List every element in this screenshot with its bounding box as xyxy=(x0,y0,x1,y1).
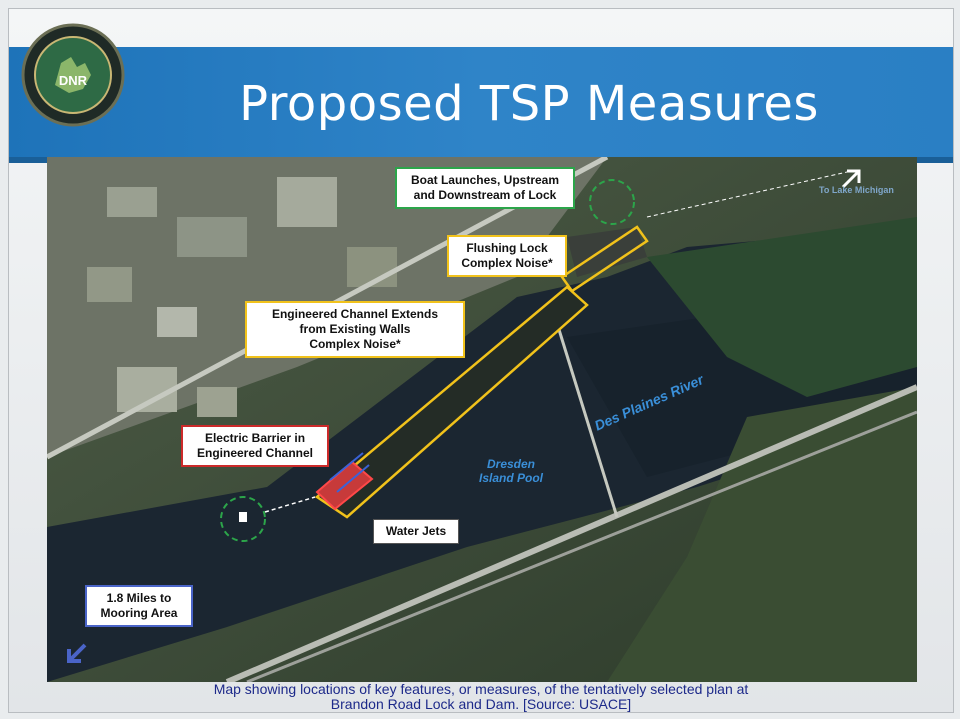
boat-launch-upstream xyxy=(589,179,635,225)
flushing-lock-outline xyxy=(560,225,649,293)
flushing-lock-callout: Flushing Lock Complex Noise* xyxy=(447,235,567,277)
water-jets-callout: Water Jets xyxy=(373,519,459,544)
pool-label: Dresden Island Pool xyxy=(479,457,544,485)
to-lake-label: To Lake Michigan xyxy=(819,185,894,195)
slide-title: Proposed TSP Measures xyxy=(239,76,819,132)
south-forest xyxy=(607,387,917,682)
logo-text: DNR xyxy=(59,73,88,88)
title-banner xyxy=(9,47,953,157)
map-caption: Map showing locations of key features, o… xyxy=(213,681,749,712)
slide-frame: DNR Proposed TSP Measures xyxy=(8,8,954,713)
engineered-channel xyxy=(314,285,589,519)
boat-launches-callout: Boat Launches, Upstream and Downstream o… xyxy=(395,167,575,209)
engineered-channel-callout: Engineered Channel Extends from Existing… xyxy=(245,301,465,358)
boat-launch-downstream xyxy=(220,496,266,542)
arrow-up-right-icon xyxy=(841,169,861,189)
aerial-map: Boat Launches, Upstream and Downstream o… xyxy=(47,157,917,682)
island-forest xyxy=(647,217,917,397)
arrow-down-left-icon xyxy=(67,643,87,663)
michigan-dnr-seal-icon: DNR xyxy=(21,23,125,127)
mooring-distance-callout: 1.8 Miles to Mooring Area xyxy=(85,585,193,627)
electric-barrier-callout: Electric Barrier in Engineered Channel xyxy=(181,425,329,467)
